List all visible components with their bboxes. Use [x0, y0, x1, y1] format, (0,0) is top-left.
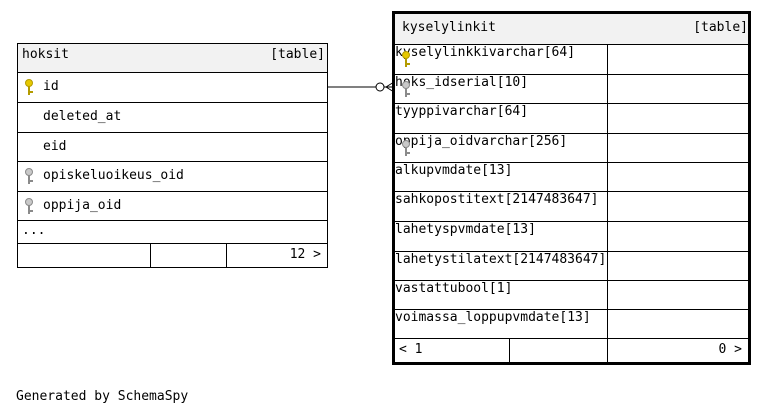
column-type: date[13] [473, 222, 536, 237]
table-header: kyselylinkit [table] [395, 14, 748, 45]
primary-key-icon [25, 78, 35, 96]
table-footer: 12 > [18, 244, 327, 267]
more-columns-ellipsis: ... [22, 223, 46, 238]
zero-cardinality-marker [375, 82, 385, 92]
column-row-id[interactable]: id [18, 73, 327, 103]
table-kind: [table] [270, 47, 325, 62]
table-header: hoksit [table] [18, 44, 327, 73]
foreign-key-icon [25, 197, 35, 215]
column-row-deleted-at[interactable]: deleted_at [18, 103, 327, 133]
column-type: varchar[64] [441, 104, 529, 119]
column-name: eid [43, 139, 67, 154]
column-name: oppija_oid [395, 134, 474, 149]
column-name: alkupvm [395, 163, 450, 178]
column-name: lahetyspvm [395, 222, 474, 237]
column-name: vastattu [395, 281, 458, 296]
column-type: serial[10] [449, 75, 529, 90]
page-prev-link[interactable]: < 1 [399, 342, 423, 357]
generator-credit: Generated by SchemaSpy [16, 389, 189, 404]
column-type: date[13] [449, 163, 513, 178]
column-row-oppija-oid[interactable]: oppija_oid [18, 192, 327, 221]
column-name: oppija_oid [43, 198, 122, 213]
column-name: id [43, 79, 59, 94]
column-type: text[2147483647] [481, 252, 607, 267]
column-row-eid[interactable]: eid [18, 133, 327, 162]
column-name: lahetystila [395, 252, 482, 267]
column-type: varchar[64] [488, 45, 576, 60]
column-name: tyyppi [395, 104, 442, 119]
foreign-key-icon [25, 167, 35, 185]
table-name: kyselylinkit [402, 20, 496, 35]
column-type: text[2147483647] [473, 192, 599, 207]
column-name: deleted_at [43, 109, 122, 124]
column-type: bool[1] [457, 281, 513, 296]
primary-key-icon [402, 50, 412, 68]
table-kind: [table] [693, 20, 748, 35]
more-columns-row[interactable]: ... [18, 221, 327, 244]
column-name: sahkoposti [395, 192, 474, 207]
column-type: date[13] [528, 310, 591, 325]
table-hoksit[interactable]: hoksit [table] id deleted_at eid opiskel… [17, 43, 328, 268]
foreign-key-icon [402, 139, 412, 157]
foreign-key-icon [402, 80, 412, 98]
table-footer: < 1 0 > [395, 339, 748, 362]
row-count-link[interactable]: 12 > [289, 247, 321, 262]
column-type: varchar[256] [473, 134, 568, 149]
column-name: voimassa_loppupvm [395, 310, 529, 325]
column-row-opiskeluoikeus-oid[interactable]: opiskeluoikeus_oid [18, 162, 327, 192]
column-name: opiskeluoikeus_oid [43, 168, 184, 183]
column-name: kyselylinkki [395, 45, 489, 60]
page-next-link[interactable]: 0 > [718, 342, 742, 357]
table-name: hoksit [22, 47, 69, 62]
